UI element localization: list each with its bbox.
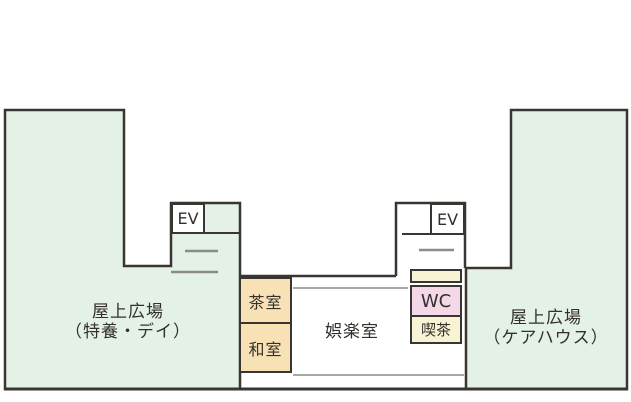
- tea-room-label: 茶室: [248, 292, 283, 312]
- right-plaza-label: 屋上広場 （ケアハウス）: [426, 308, 631, 348]
- elevator-left-label: EV: [177, 209, 199, 228]
- left-plaza-label-line1: 屋上広場: [92, 302, 164, 322]
- recreation-room-label: 娯楽室: [292, 322, 412, 342]
- wc-room-label: WC: [420, 290, 452, 312]
- elevator-left: EV: [171, 203, 205, 234]
- right-plaza-label-line1: 屋上広場: [510, 308, 582, 328]
- left-plaza-label-line2: （特養・デイ）: [65, 322, 191, 342]
- cafe-room: 喫茶: [410, 315, 462, 344]
- tea-room: 茶室: [239, 277, 292, 324]
- right-plaza-label-line2: （ケアハウス）: [483, 328, 609, 348]
- left-plaza-area: [3, 108, 242, 391]
- japanese-room: 和室: [239, 322, 292, 373]
- elevator-right: EV: [430, 203, 465, 235]
- left-plaza-label: 屋上広場 （特養・デイ）: [8, 302, 248, 342]
- unlabeled-room-strip: [410, 269, 462, 283]
- recreation-room-label-text: 娯楽室: [325, 322, 379, 342]
- elevator-right-label: EV: [436, 209, 459, 229]
- japanese-room-label: 和室: [248, 339, 283, 359]
- cafe-room-label: 喫茶: [420, 321, 451, 339]
